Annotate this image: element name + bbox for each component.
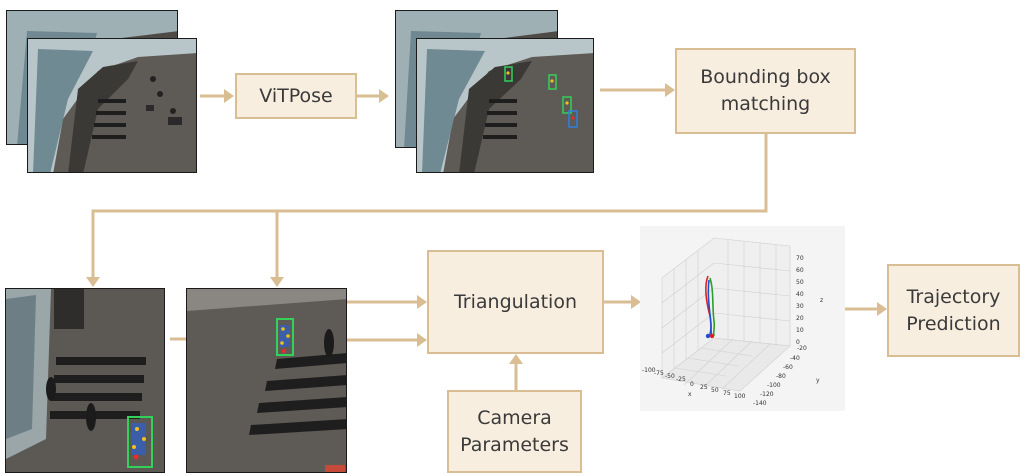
z-tick-label: 70 [796,255,804,262]
z-tick-label: 30 [796,303,804,310]
trajectory-prediction-label-line2: Prediction [906,312,1001,335]
trajectory-3d-plot: 70 60 50 40 30 20 10 0 z -20 -40 -60 -80… [640,226,845,411]
z-axis-label: z [820,297,823,304]
floor-crop-with-person [187,289,346,472]
arrowhead [417,295,427,309]
x-tick-label: 0 [690,381,694,388]
atrium-photo [28,39,196,172]
y-axis-label: y [816,377,820,384]
trajectory-prediction-box: Trajectory Prediction [887,264,1020,357]
plot-grid [661,237,791,392]
z-tick-label: 40 [796,291,804,298]
arrowhead [509,354,523,364]
x-tick-label: 75 [723,390,731,397]
x-tick-label: -25 [676,376,686,383]
trajectory-prediction-label-line1: Trajectory [906,285,1001,308]
y-tick-label: -140 [753,400,767,407]
z-tick-label: 20 [796,315,804,322]
x-axis-label: x [688,391,692,398]
input-image-front [27,38,197,173]
arrowhead [379,89,389,103]
x-tick-label: 50 [711,387,719,394]
arrowhead [86,277,100,287]
x-tick-label: -100 [642,367,656,374]
x-tick-label: 25 [700,384,708,391]
bounding-box-matching-label-line2: matching [720,93,811,115]
trajectory-lines [705,275,716,337]
x-tick-label: -75 [654,370,664,377]
arrowhead [224,89,234,103]
vitpose-box: ViTPose [235,73,357,119]
y-tick-label: -40 [790,355,800,362]
x-tick-label: -50 [665,373,675,380]
y-tick-label: -60 [783,364,793,371]
camera-parameters-box: Camera Parameters [447,390,582,473]
arrowhead [270,277,284,287]
arrowhead [417,333,427,347]
atrium-photo-with-poses [417,39,593,172]
z-tick-label: 50 [796,279,804,286]
bounding-box-matching-box: Bounding box matching [675,48,856,134]
arrow-matching-to-views [91,134,768,278]
y-tick-label: -100 [767,382,781,389]
vitpose-label: ViTPose [259,84,333,107]
y-tick-label: -80 [776,373,786,380]
matched-view-right [186,288,347,473]
z-tick-label: 60 [796,267,804,274]
camera-parameters-label-line2: Parameters [460,433,569,456]
z-tick-label: 10 [796,327,804,334]
triangulation-box: Triangulation [427,250,604,354]
arrowhead [631,295,641,309]
detection-image-front [416,38,594,173]
camera-parameters-label-line1: Camera [477,406,552,429]
z-tick-label: 0 [796,339,800,346]
bounding-box-matching-label-line1: Bounding box [700,66,831,89]
trajectory-endpoint [709,333,715,339]
y-tick-label: -120 [760,391,774,398]
y-tick-label: -20 [797,345,807,352]
matched-view-left [5,288,165,473]
floor-crop-with-person [6,289,164,472]
trajectory-endpoint [705,333,711,339]
x-tick-label: 100 [734,393,746,400]
triangulation-label: Triangulation [453,290,577,313]
arrowhead [665,83,675,97]
arrowhead [877,302,887,316]
